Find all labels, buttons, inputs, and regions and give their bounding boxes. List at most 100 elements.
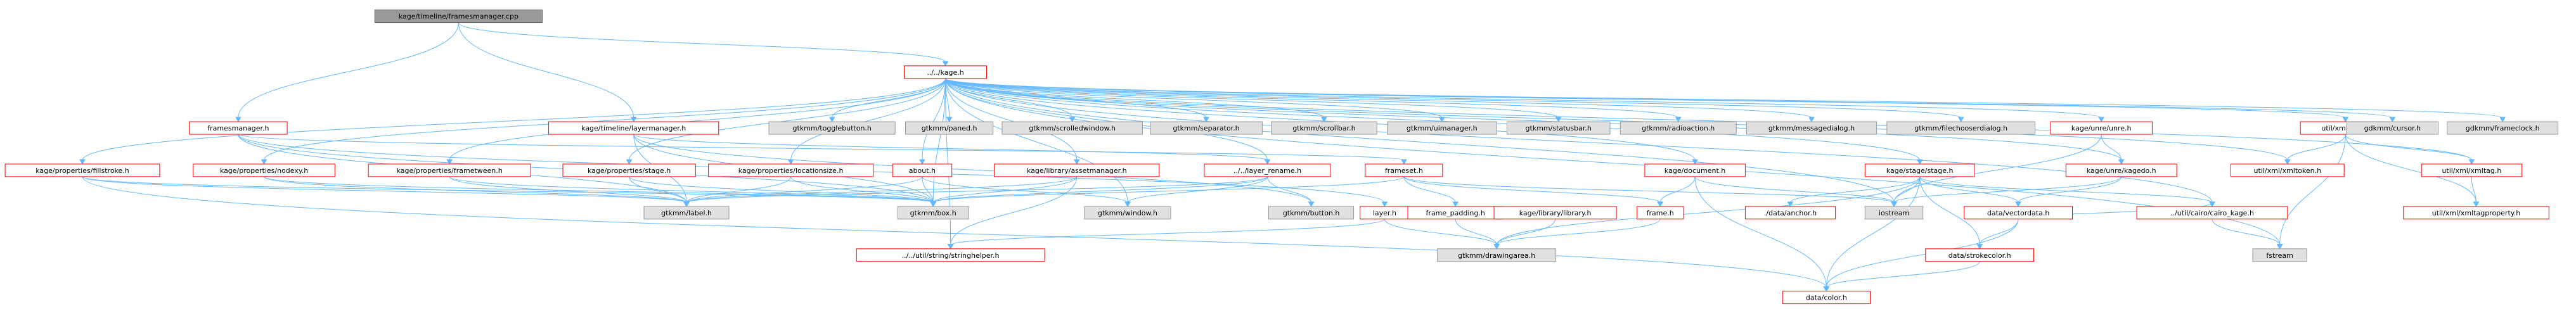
node-label: gtkmm/paned.h	[922, 124, 977, 132]
node-iostream[interactable]: iostream	[1864, 206, 1924, 220]
node-scrolledwindow[interactable]: gtkmm/scrolledwindow.h	[1001, 121, 1143, 135]
node-stringhelper_h[interactable]: ../../util/string/stringhelper.h	[856, 248, 1045, 262]
node-label[interactable]: gtkmm/label.h	[643, 206, 730, 220]
node-label: gtkmm/drawingarea.h	[1458, 251, 1535, 260]
node-assetmanager_h[interactable]: kage/library/assetmanager.h	[994, 163, 1160, 177]
edge-kage_h-to-fstream	[945, 78, 2283, 250]
node-box[interactable]: gtkmm/box.h	[897, 206, 969, 220]
node-separator[interactable]: gtkmm/separator.h	[1150, 121, 1263, 135]
edge-fillstroke_h-to-color_h	[82, 176, 1830, 292]
edge-line	[790, 78, 946, 161]
node-xmltagproperty_h[interactable]: util/xml/xmltagproperty.h	[2403, 206, 2549, 220]
node-label: util/xml/xmltoken.h	[2253, 167, 2321, 175]
node-label: data/strokecolor.h	[1948, 251, 2011, 260]
node-frametween_h[interactable]: kage/properties/frametween.h	[368, 163, 531, 177]
node-anchor_h[interactable]: ./data/anchor.h	[1744, 206, 1836, 220]
node-scrollbar[interactable]: gtkmm/scrollbar.h	[1271, 121, 1377, 135]
node-frame_h[interactable]: frame.h	[1637, 206, 1684, 220]
edge-line	[945, 78, 1812, 118]
edge-frameset_h-to-frame_padding_h	[1403, 176, 1459, 207]
node-box	[904, 65, 987, 79]
edge-cairo_kage_h-to-fstream	[2212, 219, 2283, 250]
node-layer_h[interactable]: layer.h	[1360, 206, 1410, 220]
node-layermanager_h[interactable]: kage/timeline/layermanager.h	[548, 121, 719, 135]
node-fillstroke_h[interactable]: kage/properties/fillstroke.h	[4, 163, 160, 177]
node-drawingarea[interactable]: gtkmm/drawingarea.h	[1437, 248, 1557, 262]
node-filechooserdialog[interactable]: gtkmm/filechooserdialog.h	[1886, 121, 2036, 135]
node-label: ../../layer_rename.h	[1233, 167, 1301, 175]
edge-kage_h-to-xmltoken_h	[945, 78, 2291, 165]
edge-unre_h-to-kagedo_h	[2101, 134, 2125, 165]
node-togglebutton[interactable]: gtkmm/togglebutton.h	[768, 121, 896, 135]
edge-line	[945, 78, 1559, 118]
edge-arrowhead	[787, 159, 794, 165]
edge-line	[932, 176, 1405, 203]
edge-kage_h-to-scrolledwindow	[945, 78, 1076, 123]
node-stage_h[interactable]: kage/stage/stage.h	[1864, 163, 1975, 177]
node-color_h[interactable]: data/color.h	[1782, 291, 1871, 305]
edge-line	[1826, 261, 1980, 288]
node-kagedo_h[interactable]: kage/unre/kagedo.h	[2065, 163, 2177, 177]
edge-line	[2101, 134, 2122, 161]
edge-line	[238, 22, 459, 118]
edge-line	[2279, 134, 2346, 245]
node-statusbar[interactable]: gtkmm/statusbar.h	[1506, 121, 1611, 135]
edge-line	[1694, 176, 1895, 203]
node-vectordata_h[interactable]: data/vectordata.h	[1964, 206, 2073, 220]
node-button[interactable]: gtkmm/button.h	[1268, 206, 1355, 220]
node-messagedialog[interactable]: gtkmm/messagedialog.h	[1746, 121, 1877, 135]
node-framesmanager_h[interactable]: framesmanager.h	[189, 121, 288, 135]
edge-line	[945, 78, 1921, 161]
node-label: gtkmm/button.h	[1283, 209, 1340, 217]
node-paned[interactable]: gtkmm/paned.h	[905, 121, 994, 135]
node-kage_h[interactable]: ../../kage.h	[904, 65, 987, 79]
edge-kage_h-to-frameclock	[945, 78, 2506, 123]
node-cairo_kage_h[interactable]: ../util/cairo/cairo_kage.h	[2136, 206, 2288, 220]
node-document_h[interactable]: kage/document.h	[1644, 163, 1746, 177]
edge-line	[945, 78, 1679, 118]
edge-line	[629, 176, 687, 203]
edge-kage_h-to-stage_h	[945, 78, 1923, 165]
node-fstream[interactable]: fstream	[2252, 248, 2307, 262]
node-label: framesmanager.h	[207, 124, 269, 132]
edge-arrowhead	[683, 201, 690, 207]
node-box	[1620, 121, 1737, 135]
node-unre_h[interactable]: kage/unre/unre.h	[2050, 121, 2153, 135]
edge-kage_h-to-xml_h	[945, 78, 2349, 123]
node-radioaction[interactable]: gtkmm/radioaction.h	[1620, 121, 1737, 135]
node-stage_prop_h[interactable]: kage/properties/stage.h	[562, 163, 696, 177]
node-box	[1437, 248, 1557, 262]
node-frameclock[interactable]: gdkmm/frameclock.h	[2447, 121, 2559, 135]
node-library_h[interactable]: kage/library/library.h	[1493, 206, 1617, 220]
node-strokecolor_h[interactable]: data/strokecolor.h	[1925, 248, 2035, 262]
node-layer_rename_h[interactable]: ../../layer_rename.h	[1204, 163, 1331, 177]
node-locationsize_h[interactable]: kage/properties/locationsize.h	[708, 163, 874, 177]
edge-stage_prop_h-to-box	[629, 176, 937, 207]
node-frameset_h[interactable]: frameset.h	[1365, 163, 1443, 177]
edge-arrowhead	[446, 159, 453, 165]
node-about_h[interactable]: about.h	[892, 163, 953, 177]
node-label: kage/library/library.h	[1519, 209, 1592, 217]
node-box	[708, 163, 874, 177]
node-label: data/color.h	[1806, 294, 1847, 302]
edge-kage_h-to-unre_h	[945, 78, 2105, 123]
node-uimanager[interactable]: gtkmm/uimanager.h	[1387, 121, 1497, 135]
node-frame_padding_h[interactable]: frame_padding.h	[1407, 206, 1504, 220]
node-xmltag_h[interactable]: util/xml/xmltag.h	[2421, 163, 2523, 177]
node-nodexy_h[interactable]: kage/properties/nodexy.h	[193, 163, 335, 177]
edge-arrowhead	[2118, 159, 2125, 165]
node-label: kage/stage/stage.h	[1886, 167, 1954, 175]
edge-arrowhead	[2473, 201, 2480, 207]
node-cursor[interactable]: gdkmm/cursor.h	[2346, 121, 2439, 135]
node-window[interactable]: gtkmm/window.h	[1084, 206, 1171, 220]
edge-nodexy_h-to-box	[264, 176, 937, 207]
node-label: ../util/cairo/cairo_kage.h	[2170, 209, 2254, 217]
edge-arrowhead	[946, 117, 953, 123]
node-box	[1637, 206, 1684, 220]
node-label: data/vectordata.h	[1987, 209, 2049, 217]
node-label: fstream	[2266, 251, 2293, 260]
node-xmltoken_h[interactable]: util/xml/xmltoken.h	[2230, 163, 2345, 177]
edge-stage_h-to-anchor_h	[1787, 176, 1921, 207]
edge-line	[1127, 176, 1268, 203]
